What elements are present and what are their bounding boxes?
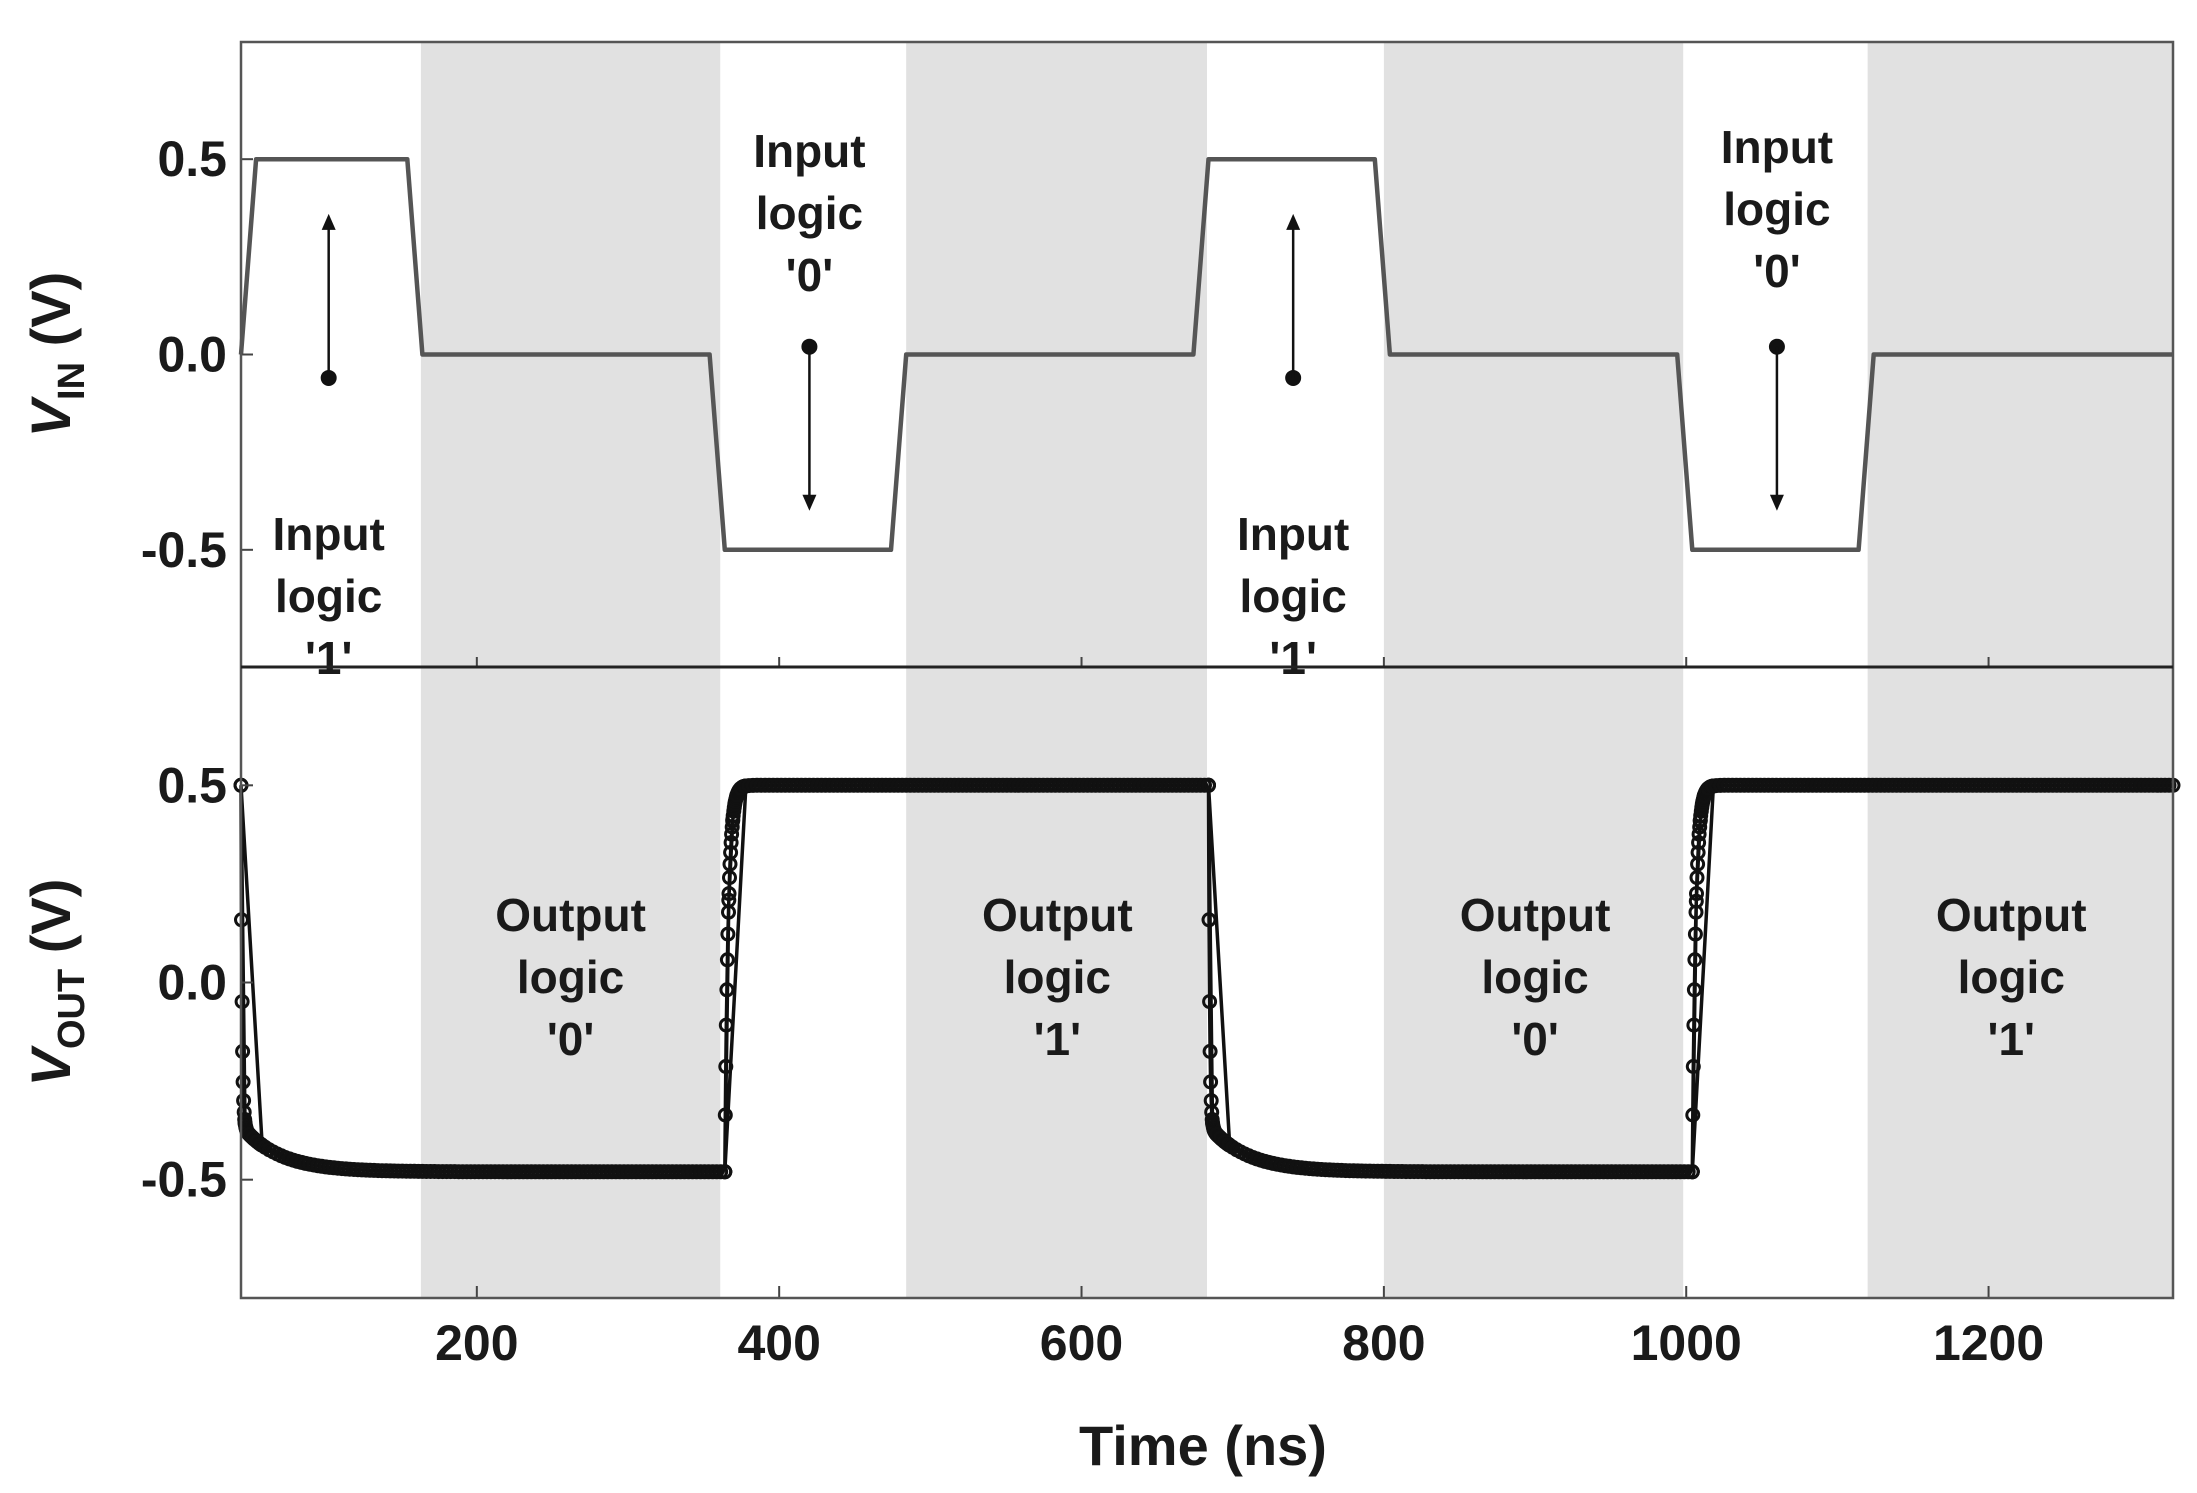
vout-marker <box>1696 788 1712 804</box>
vout-marker <box>1691 835 1707 851</box>
annotation-text: Input <box>753 125 865 177</box>
vout-marker <box>1688 893 1704 909</box>
annotation-text: logic <box>1723 183 1830 235</box>
vout-marker <box>717 1107 733 1123</box>
y-axis-title-main: V <box>19 395 82 437</box>
annotation-text: '1' <box>1988 1013 2035 1065</box>
annotation-text: '0' <box>1511 1013 1558 1065</box>
vout-marker <box>1689 886 1704 902</box>
annotation-text: Input <box>1721 121 1833 173</box>
annotation-text: '1' <box>1034 1013 1081 1065</box>
vout-marker <box>720 926 736 942</box>
vout-marker <box>1687 952 1703 968</box>
vin-series-line <box>238 156 2173 553</box>
annotation-text: Output <box>982 889 1133 941</box>
annotation-text: logic <box>1481 951 1588 1003</box>
vout-marker <box>723 845 739 860</box>
shaded-region <box>1383 42 1684 1298</box>
x-tick-label: 200 <box>435 1315 518 1371</box>
vout-marker <box>719 952 735 968</box>
x-tick-label: 600 <box>1040 1315 1123 1371</box>
shaded-region <box>420 42 721 1298</box>
annotations-layer: Input logic '1' Input logic '0' Input logic '1' I… <box>272 121 2086 1065</box>
annotation-text: Output <box>1460 889 1611 941</box>
vout-marker <box>723 835 739 851</box>
annotation-text: '0' <box>547 1013 594 1065</box>
annotation-text: logic <box>517 951 624 1003</box>
annotation-text: logic <box>1239 570 1346 622</box>
vout-marker <box>1203 1074 1219 1090</box>
y-axis-title-unit: (V) <box>19 272 82 362</box>
shaded-regions <box>420 42 2173 1298</box>
vout-marker <box>1692 812 1708 828</box>
y-axis-title-sub: IN <box>51 362 93 400</box>
annotation-text: Output <box>1936 889 2087 941</box>
x-tick-label: 1200 <box>1933 1315 2044 1371</box>
shaded-region <box>1867 42 2173 1298</box>
series-layer <box>233 156 2181 1180</box>
vout-marker <box>1687 926 1703 942</box>
vout-marker <box>719 982 735 998</box>
vout-marker <box>1201 912 1217 928</box>
annotation-text: logic <box>756 187 863 239</box>
vout-marker <box>1689 870 1705 886</box>
y-tick-label: -0.5 <box>141 522 227 578</box>
vout-marker <box>721 892 737 908</box>
vout-marker <box>1690 845 1706 860</box>
annotation-text: logic <box>1958 951 2065 1003</box>
vout-marker <box>718 1017 734 1033</box>
y-tick-label: 0.5 <box>157 757 227 813</box>
vout-marker <box>1685 1107 1701 1123</box>
y-axis-title: VIN (V) <box>19 272 93 438</box>
outer-frame <box>239 40 2175 1300</box>
plot-frame <box>239 40 2175 1300</box>
arrow-head <box>1769 494 1784 511</box>
annotation-text: Input <box>1237 508 1349 560</box>
x-axis-title: Time (ns) <box>1079 1414 1327 1477</box>
vout-marker <box>1685 1059 1701 1074</box>
y-axis-title-main: V <box>19 1044 82 1086</box>
vout-marker <box>721 886 737 902</box>
arrow-head <box>321 213 336 230</box>
annotation-text: '1' <box>1269 632 1316 684</box>
annotation-text: logic <box>275 570 382 622</box>
y-axis-title: VOUT (V) <box>19 879 93 1087</box>
y-tick-label: -0.5 <box>141 1152 227 1208</box>
arrow-head <box>802 494 817 511</box>
y-axis-title-unit: (V) <box>19 879 82 969</box>
x-tick-label: 800 <box>1342 1315 1425 1371</box>
vout-marker <box>1686 982 1702 998</box>
x-tick-label: 400 <box>737 1315 820 1371</box>
annotation-text: Output <box>495 889 646 941</box>
vout-marker <box>1202 1043 1218 1059</box>
annotation-text: logic <box>1004 951 1111 1003</box>
vout-marker <box>722 870 737 886</box>
vout-marker <box>1684 1164 1700 1180</box>
y-tick-label: 0.0 <box>157 327 227 383</box>
vout-marker <box>235 1074 251 1090</box>
vout-marker <box>1201 777 1216 793</box>
arrow-head <box>1286 213 1301 230</box>
vout-marker <box>725 812 741 827</box>
x-tick-label: 1000 <box>1631 1315 1742 1371</box>
axes-layer: Time (ns) 200 400 600 800 1000 1200 0.5 0.0 -0.5… <box>19 131 2044 1477</box>
vout-marker <box>717 1164 733 1180</box>
annotation-text: '0' <box>786 249 833 301</box>
shaded-region <box>906 42 1207 1298</box>
annotation-text: Input <box>272 508 384 560</box>
vout-marker <box>718 1059 734 1074</box>
vout-marker <box>1202 994 1218 1010</box>
annotation-text: '0' <box>1753 245 1800 297</box>
y-axis-title-sub: OUT <box>51 969 93 1049</box>
y-tick-label: 0.0 <box>157 955 227 1011</box>
vout-marker <box>235 1043 251 1059</box>
vout-marker <box>1686 1017 1702 1033</box>
annotation-text: '1' <box>305 632 352 684</box>
y-tick-label: 0.5 <box>157 131 227 187</box>
